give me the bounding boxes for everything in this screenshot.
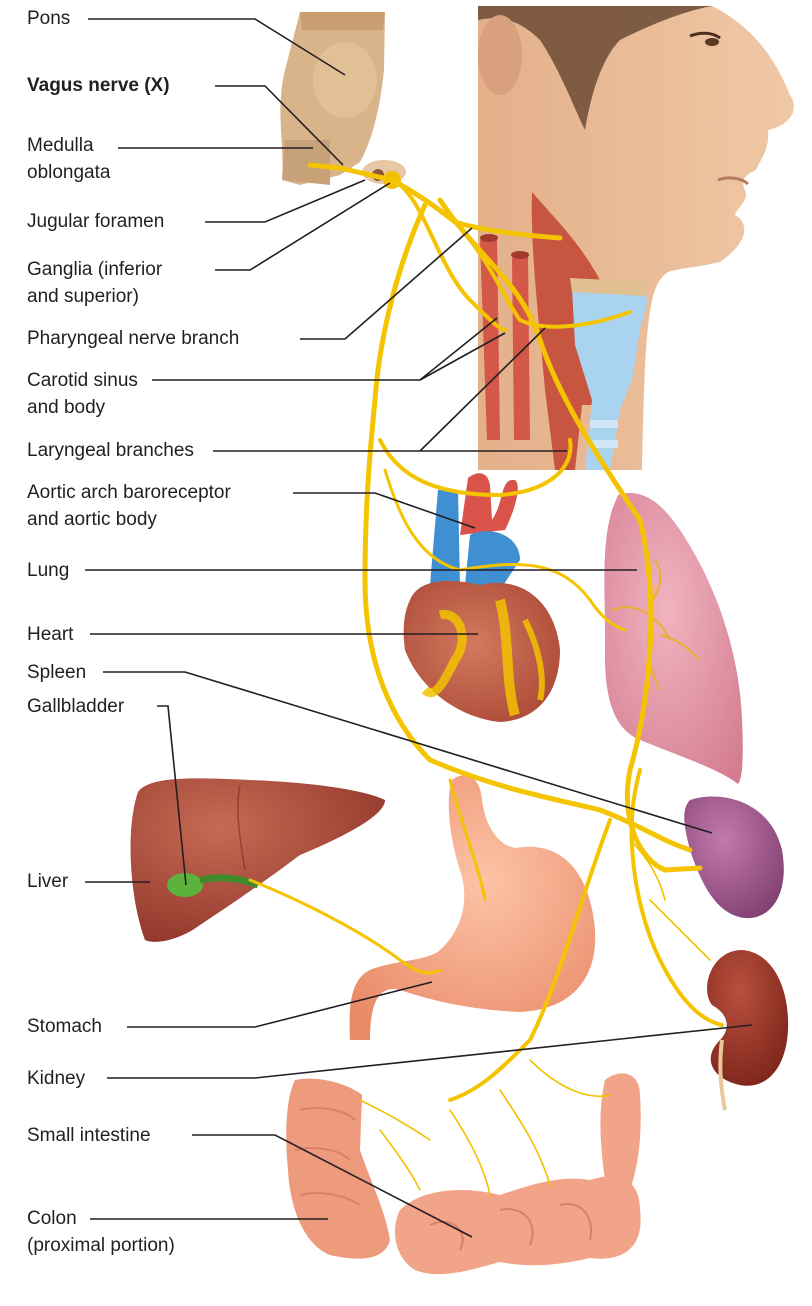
label-pharyngeal-nerve-branch: Pharyngeal nerve branch — [27, 325, 239, 352]
label-line: Lung — [27, 560, 70, 581]
label-line: and superior) — [27, 286, 139, 307]
label-line: Laryngeal branches — [27, 440, 194, 461]
label-line: Pharyngeal nerve branch — [27, 328, 240, 349]
brainstem-illustration — [280, 12, 406, 189]
label-medulla-oblongata: Medulla oblongata — [27, 132, 110, 186]
label-line: Carotid sinus — [27, 370, 138, 391]
label-carotid-sinus: Carotid sinus and body — [27, 367, 138, 421]
label-line: Liver — [27, 871, 69, 892]
leader-line-pons — [88, 18, 346, 76]
label-small-intestine: Small intestine — [27, 1122, 151, 1149]
label-line: Pons — [27, 8, 71, 29]
lung-illustration — [604, 493, 743, 784]
leader-line-gallbladder — [157, 705, 187, 886]
label-laryngeal-branches: Laryngeal branches — [27, 437, 194, 464]
label-line: and aortic body — [27, 509, 157, 530]
label-kidney: Kidney — [27, 1065, 85, 1092]
spleen-illustration — [684, 796, 784, 919]
vagus-nerve-pathways — [248, 162, 724, 1196]
label-line: (proximal portion) — [27, 1235, 175, 1256]
label-line: Vagus nerve (X) — [27, 75, 170, 96]
label-line: Ganglia (inferior — [27, 259, 163, 280]
label-line: and body — [27, 397, 106, 418]
label-stomach: Stomach — [27, 1013, 102, 1040]
leader-line-carotid-sinus-2 — [419, 332, 506, 381]
neck-structures — [480, 192, 648, 470]
leader-line-kidney — [107, 1024, 753, 1079]
label-line: Spleen — [27, 662, 87, 683]
label-line: Medulla — [27, 135, 94, 156]
label-line: Jugular foramen — [27, 211, 165, 232]
label-line: Aortic arch baroreceptor — [27, 482, 231, 503]
label-line: Heart — [27, 624, 74, 645]
label-line: oblongata — [27, 162, 111, 183]
leader-line-spleen — [103, 671, 713, 834]
leader-lines — [85, 18, 753, 1238]
label-line: Stomach — [27, 1016, 102, 1037]
label-liver: Liver — [27, 868, 68, 895]
label-line: Small intestine — [27, 1125, 151, 1146]
label-spleen: Spleen — [27, 659, 86, 686]
leader-line-laryngeal-branches-2 — [419, 327, 546, 452]
label-jugular-foramen: Jugular foramen — [27, 208, 164, 235]
leader-line-vagus-nerve — [215, 85, 344, 166]
label-line: Colon — [27, 1208, 77, 1229]
leader-line-stomach — [127, 981, 433, 1028]
intestines-illustration — [286, 1073, 641, 1275]
label-gallbladder: Gallbladder — [27, 693, 124, 720]
leader-line-jugular-foramen — [205, 179, 366, 223]
label-pons: Pons — [27, 5, 70, 32]
leader-line-pharyngeal-nerve-branch — [300, 227, 473, 340]
liver-illustration — [130, 778, 385, 942]
label-ganglia: Ganglia (inferior and superior) — [27, 256, 162, 310]
label-line: Kidney — [27, 1068, 86, 1089]
label-lung: Lung — [27, 557, 69, 584]
stomach-illustration — [349, 775, 596, 1040]
label-colon: Colon (proximal portion) — [27, 1205, 175, 1259]
leader-line-ganglia — [215, 182, 391, 271]
label-aortic-arch: Aortic arch baroreceptor and aortic body — [27, 479, 231, 533]
kidney-illustration — [707, 950, 789, 1111]
leader-line-small-intestine — [192, 1134, 473, 1238]
label-vagus-nerve: Vagus nerve (X) — [27, 72, 170, 99]
label-line: Gallbladder — [27, 696, 125, 717]
leader-line-aortic-arch — [293, 492, 476, 529]
label-heart: Heart — [27, 621, 73, 648]
